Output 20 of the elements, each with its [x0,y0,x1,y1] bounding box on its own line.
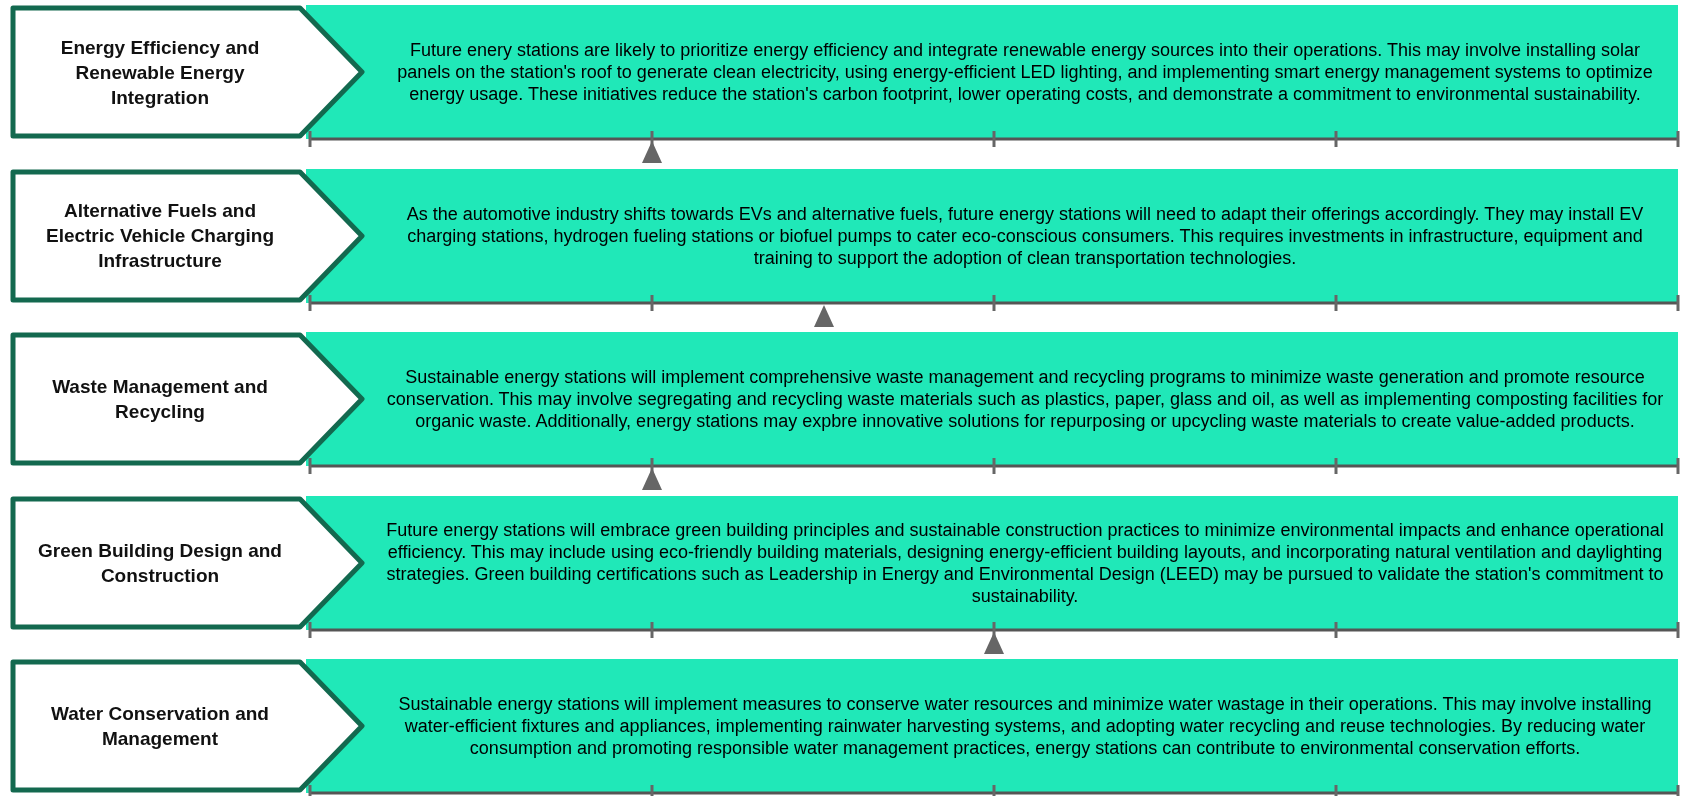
description-text: As the automotive industry shifts towards EVs and alternative fuels, future energy stations will need to adapt their offerings accordingly. They may install EV charging stations, hydrogen fueling stations or biofuel pumps to cater eco-conscious consumers. This requires investments in infrastructure, equipment and training to support the adoption of clean transportation technologies. [405,202,1645,269]
title-chevron [10,168,366,303]
title-text: Green Building Design and Construction [37,538,283,588]
title-text: Waste Management and Recycling [51,375,269,424]
description-text: Sustainable energy stations will implement measures to conserve water resources and minimize water wastage in their operations. This may involve installing water-efficient fixtures and appliances, implementing rainwater harvesting systems, and adopting water recycling and reuse technologies. By reducing water consumption and promoting responsible water management practices, energy stations can contribute to environmental conservation efforts. [397,693,1653,759]
description-band [306,495,1678,630]
description-band [306,5,1678,139]
description-text: Sustainable energy stations will implement comprehensive waste management and recycling programs to minimize waste generation and promote resource conservation. This may involve segregating and recycling waste materials such as plastics, paper, glass and oil, as well as implementing composting facilities for organic waste. Additionally, energy stations may expbre innovative solutions for repurposing or upcycling waste materials to create value-added products. [386,366,1664,432]
title-chevron [10,5,366,139]
title-chevron [10,332,366,466]
title-chevron [10,659,366,793]
description-band [306,659,1678,793]
title-chevron [10,495,366,630]
title-text: Alternative Fuels and Electric Vehicle Charging Infrastructure [44,199,276,273]
title-text: Water Conservation and Management [50,702,270,751]
description-text: Future energy stations will embrace green building principles and sustainable construction practices to minimize environmental impacts and enhance operational efficiency. This may include using eco-friendly building materials, designing energy-efficient building layouts, and incorporating natural ventilation and daylighting strategies. Green building certifications such as Leadership in Energy and Environmental Design (LEED) may be pursued to validate the station's commitment to sustainability. [386,518,1664,607]
description-band [306,332,1678,466]
description-text: Future enery stations are likely to prioritize energy efficiency and integrate renewable energy sources into their operations. This may involve installing solar panels on the station's roof to generate clean electricity, using energy-efficient LED lighting, and implementing smart energy management systems to optimize energy usage. These initiatives reduce the station's carbon footprint, lower operating costs, and demonstrate a commitment to environmental sustainability. [396,39,1654,105]
title-text: Energy Efficiency and Renewable Energy Integration [59,35,261,110]
description-band [306,168,1678,303]
